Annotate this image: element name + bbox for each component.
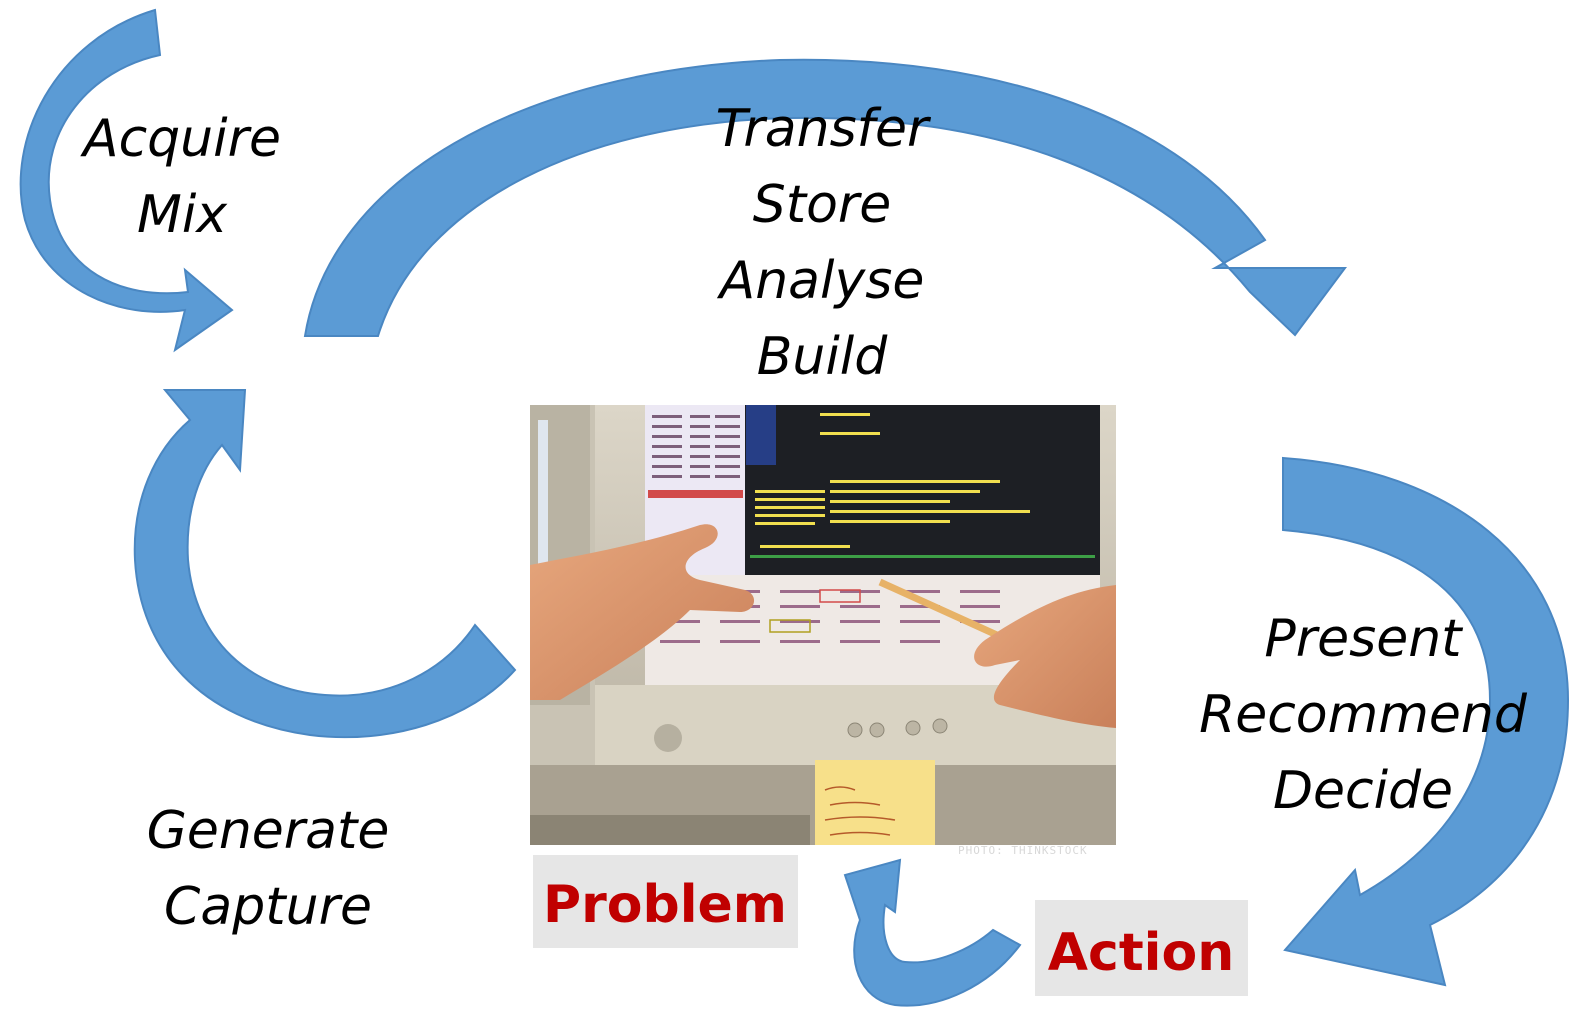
action-loop-arrow — [843, 858, 1022, 1007]
present-arc-arrow — [1282, 456, 1570, 987]
generate-text-2: Capture — [164, 877, 372, 937]
present-text-1: Present — [1264, 609, 1463, 669]
hand-right — [974, 585, 1116, 728]
transfer-text-1: Transfer — [716, 99, 932, 159]
present-stage: Present Recommend Decide — [1199, 609, 1528, 821]
acquire-text-1: Acquire — [80, 109, 281, 169]
present-text-3: Decide — [1273, 761, 1453, 821]
arrows — [19, 8, 1570, 1007]
acquire-text-2: Mix — [137, 185, 228, 245]
sticky-note — [815, 760, 935, 845]
present-text-2: Recommend — [1199, 685, 1528, 745]
acquire-loop-arrow — [19, 8, 234, 353]
transfer-arc-arrow — [303, 58, 1347, 337]
action-label: Action — [1048, 923, 1235, 983]
pointing-hand-left — [530, 524, 755, 700]
transfer-stage: Transfer Store Analyse Build — [716, 99, 932, 387]
monitor-photo: PHOTO: THINKSTOCK — [530, 405, 1116, 857]
problem-label: Problem — [543, 875, 787, 935]
action-badge: Action — [1035, 900, 1248, 996]
generate-stage: Generate Capture — [147, 801, 390, 937]
problem-badge: Problem — [533, 855, 798, 948]
photo-credit: PHOTO: THINKSTOCK — [958, 844, 1088, 857]
generate-text-1: Generate — [147, 801, 390, 861]
terminal-text-lines — [755, 413, 1030, 548]
transfer-text-3: Analyse — [717, 251, 925, 311]
transfer-text-2: Store — [753, 175, 892, 235]
transfer-text-4: Build — [757, 327, 889, 387]
acquire-stage: Acquire Mix — [80, 109, 281, 245]
generate-arc-arrow — [133, 389, 517, 739]
